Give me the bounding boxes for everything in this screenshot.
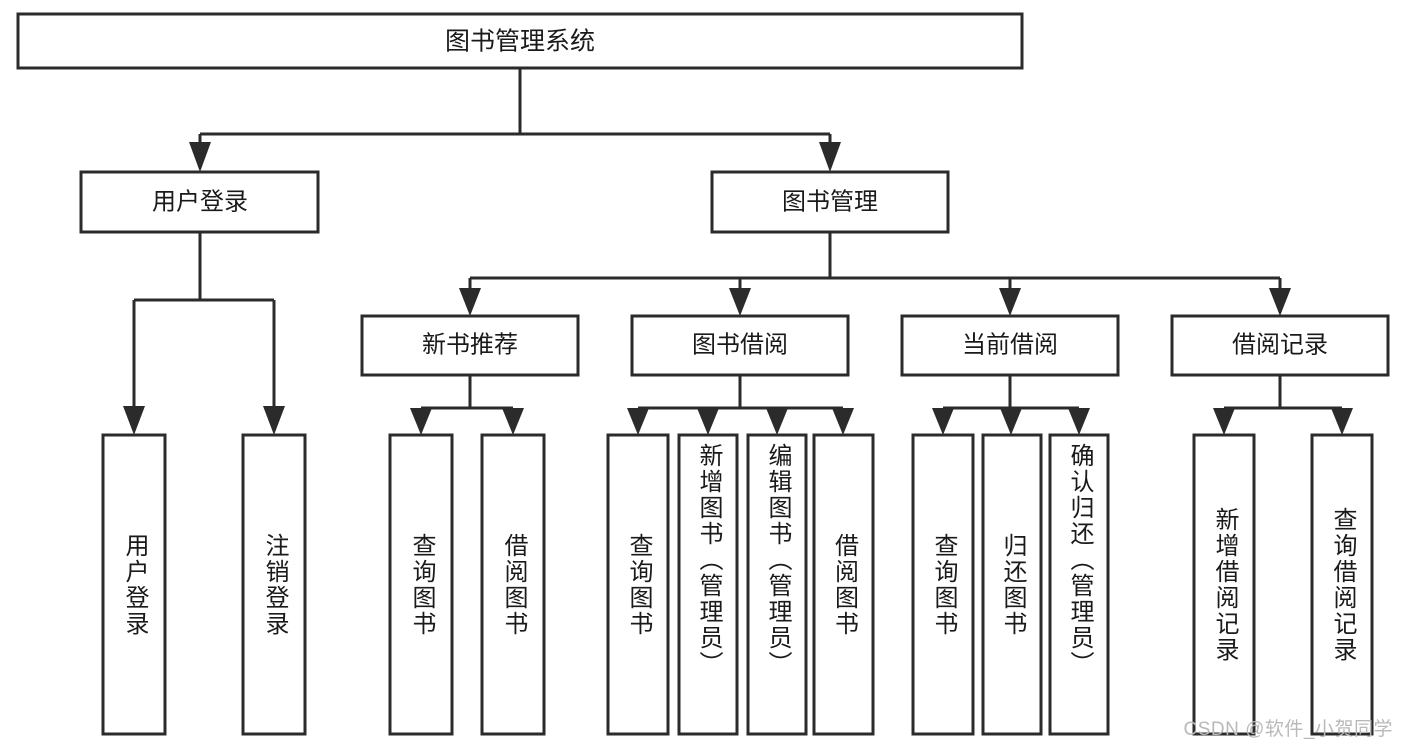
arrow-head-icon [1331, 408, 1353, 435]
node-leaf-borrow-book-1-box[interactable] [480, 433, 546, 736]
node-new-book-recommend-label: 新书推荐 [422, 331, 518, 358]
node-root[interactable]: 图书管理系统 [16, 12, 1024, 70]
node-current-borrow-label: 当前借阅 [962, 331, 1058, 358]
node-root-box[interactable] [16, 12, 1024, 70]
arrow-head-icon [189, 142, 211, 172]
node-book-manage[interactable]: 图书管理 [710, 170, 950, 234]
arrow-head-icon [459, 288, 481, 316]
arrow-head-icon [819, 142, 841, 172]
node-borrow-record-box[interactable] [1170, 314, 1390, 377]
node-root-label: 图书管理系统 [445, 28, 595, 56]
arrow-head-icon [766, 408, 788, 435]
node-book-borrow-box[interactable] [630, 314, 850, 377]
watermark-text: CSDN @软件_小贺同学 [1183, 719, 1393, 740]
arrow-head-icon [1213, 408, 1235, 435]
node-book-manage-box[interactable] [710, 170, 950, 234]
node-borrow-record[interactable]: 借阅记录 [1170, 314, 1390, 377]
arrow-head-icon [729, 288, 751, 316]
arrow-head-icon [932, 408, 954, 435]
node-leaf-edit-book-admin-box[interactable] [746, 433, 808, 736]
node-leaf-confirm-return-admin-box[interactable] [1048, 433, 1110, 736]
node-user-login-label: 用户登录 [152, 188, 248, 215]
connector-borrow-record-to-leaves [1213, 375, 1353, 435]
arrow-head-icon [1000, 408, 1022, 435]
node-current-borrow-box[interactable] [900, 314, 1120, 377]
node-leaf-add-book-admin-box[interactable] [677, 433, 739, 736]
arrow-head-icon [123, 406, 145, 435]
connector-book-manage-to-level3 [459, 232, 1291, 316]
node-leaf-query-book-3-box[interactable] [911, 433, 975, 736]
node-leaf-query-borrow-record-box[interactable] [1310, 433, 1374, 736]
connector-current-borrow-to-leaves [932, 375, 1090, 435]
node-leaf-logout-login-box[interactable] [241, 433, 307, 736]
node-leaf-return-book-box[interactable] [981, 433, 1043, 736]
node-user-login[interactable]: 用户登录 [79, 170, 320, 234]
node-book-borrow-label: 图书借阅 [692, 331, 788, 358]
node-leaf-add-borrow-record-box[interactable] [1192, 433, 1256, 736]
arrow-head-icon [410, 408, 432, 435]
node-user-login-box[interactable] [79, 170, 320, 234]
connector-user-login-to-leaves [123, 232, 285, 435]
arrow-head-icon [502, 408, 524, 435]
node-new-book-recommend-box[interactable] [360, 314, 580, 377]
arrow-head-icon [832, 408, 854, 435]
node-leaf-borrow-book-2-box[interactable] [812, 433, 875, 736]
node-leaf-query-book-2-box[interactable] [606, 433, 670, 736]
connector-book-borrow-to-leaves [627, 375, 854, 435]
connector-new-book-recommend-to-leaves [410, 375, 524, 435]
node-borrow-record-label: 借阅记录 [1232, 331, 1328, 358]
arrow-head-icon [697, 408, 719, 435]
connector-root-to-level2 [189, 68, 841, 172]
node-leaf-query-book-1-box[interactable] [388, 433, 454, 736]
node-book-manage-label: 图书管理 [782, 188, 878, 215]
arrow-head-icon [627, 408, 649, 435]
node-leaf-user-login-box[interactable] [101, 433, 167, 736]
arrow-head-icon [999, 288, 1021, 316]
node-book-borrow[interactable]: 图书借阅 [630, 314, 850, 377]
node-current-borrow[interactable]: 当前借阅 [900, 314, 1120, 377]
arrow-head-icon [1269, 288, 1291, 316]
arrow-head-icon [1068, 408, 1090, 435]
node-new-book-recommend[interactable]: 新书推荐 [360, 314, 580, 377]
arrow-head-icon [263, 406, 285, 435]
